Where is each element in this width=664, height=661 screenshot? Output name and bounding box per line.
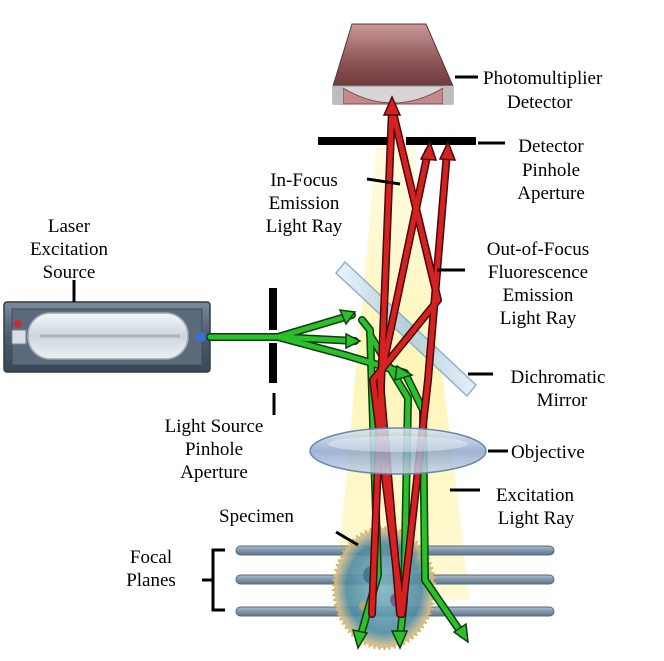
label-excitation-ray: Excitation Light Ray bbox=[496, 485, 575, 529]
detector-pinhole-right-bar bbox=[406, 137, 476, 145]
detector-pinhole-left-bar bbox=[318, 137, 390, 145]
label-laser: Laser Excitation Source bbox=[30, 216, 109, 283]
label-focal-planes-line-2: Planes bbox=[126, 570, 176, 591]
label-excitation-ray-line-1: Excitation bbox=[496, 485, 575, 506]
label-light-source-pinhole: Light Source Pinhole Aperture bbox=[165, 416, 264, 483]
label-out-of-focus: Out-of-Focus Fluorescence Emission Light… bbox=[487, 239, 589, 329]
label-excitation-ray-line-2: Light Ray bbox=[498, 508, 575, 529]
laser-excitation-source bbox=[3, 301, 211, 373]
excitation-arrowheads bbox=[338, 309, 469, 650]
label-in-focus-line-2: Emission bbox=[269, 193, 340, 214]
label-photomultiplier: Photomultiplier Detector bbox=[483, 68, 603, 113]
emission-arrowheads bbox=[382, 95, 457, 161]
specimen-cell bbox=[332, 526, 436, 650]
label-out-of-focus-line-1: Out-of-Focus bbox=[487, 239, 589, 260]
label-photomultiplier-line-2: Detector bbox=[507, 92, 573, 113]
label-laser-line-1: Laser bbox=[48, 216, 91, 237]
label-light-source-pinhole-line-3: Aperture bbox=[180, 462, 248, 483]
label-light-source-pinhole-line-2: Pinhole bbox=[185, 439, 243, 460]
label-detector-pinhole-line-1: Detector bbox=[518, 136, 584, 157]
light-source-pinhole-upper-bar bbox=[269, 288, 277, 330]
photomultiplier-detector bbox=[332, 23, 454, 105]
label-dichromatic: Dichromatic Mirror bbox=[511, 367, 606, 411]
label-specimen: Specimen bbox=[219, 506, 294, 527]
label-light-source-pinhole-line-1: Light Source bbox=[165, 416, 264, 437]
focal-planes-bracket bbox=[202, 548, 225, 612]
emission-rays bbox=[368, 104, 451, 618]
label-in-focus-line-1: In-Focus bbox=[270, 170, 338, 191]
label-laser-line-3: Source bbox=[43, 262, 96, 283]
label-laser-line-2: Excitation bbox=[30, 239, 109, 260]
objective-lens bbox=[309, 427, 487, 475]
label-out-of-focus-line-2: Fluorescence bbox=[488, 262, 588, 283]
label-photomultiplier-line-1: Photomultiplier bbox=[483, 68, 603, 89]
label-out-of-focus-line-4: Light Ray bbox=[500, 308, 577, 329]
label-in-focus-line-3: Light Ray bbox=[266, 216, 343, 237]
label-dichromatic-line-1: Dichromatic bbox=[511, 367, 606, 388]
label-in-focus: In-Focus Emission Light Ray bbox=[266, 170, 343, 237]
leader-lines bbox=[72, 75, 508, 547]
label-dichromatic-line-2: Mirror bbox=[537, 390, 588, 411]
label-focal-planes-line-1: Focal bbox=[130, 547, 172, 568]
label-detector-pinhole: Detector Pinhole Aperture bbox=[517, 136, 585, 204]
label-detector-pinhole-line-3: Aperture bbox=[517, 183, 585, 204]
label-focal-planes: Focal Planes bbox=[126, 547, 176, 591]
label-detector-pinhole-line-2: Pinhole bbox=[522, 160, 580, 181]
label-out-of-focus-line-3: Emission bbox=[503, 285, 574, 306]
light-source-pinhole-lower-bar bbox=[269, 343, 277, 383]
label-objective: Objective bbox=[511, 442, 585, 463]
